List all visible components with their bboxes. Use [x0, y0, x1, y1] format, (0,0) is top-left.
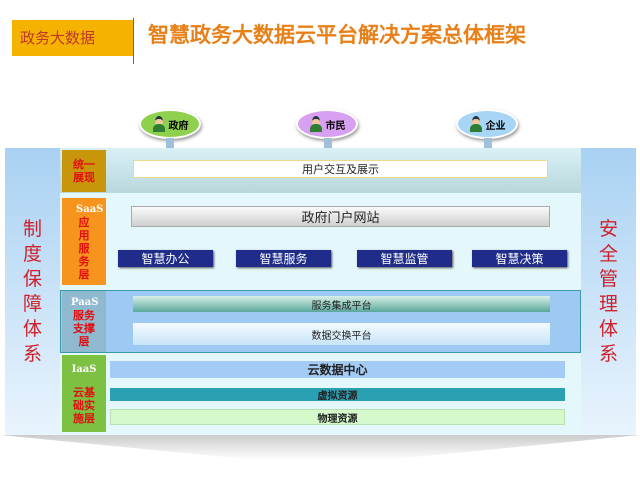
gov-portal-bar: 政府门户网站 — [131, 206, 550, 227]
virtual-resources-bar: 虚拟资源 — [110, 388, 565, 402]
cloud-datacenter-bar: 云数据中心 — [110, 361, 565, 378]
person-icon — [152, 116, 166, 132]
left-pillar-label: 制度保障体系 — [22, 217, 42, 365]
right-pillar-label: 安全管理体系 — [598, 217, 618, 365]
user-interaction-bar: 用户交互及展示 — [133, 160, 548, 178]
layer-label: 云基础实施层 — [73, 385, 95, 425]
user-bubble-government: 政府 — [139, 109, 201, 139]
user-label: 市民 — [325, 120, 346, 132]
user-bubble-citizen: 市民 — [296, 109, 358, 139]
physical-resources-bar: 物理资源 — [110, 409, 565, 425]
person-icon — [309, 116, 323, 132]
divider — [133, 18, 134, 64]
app-smart-supervision: 智慧监管 — [357, 250, 452, 267]
layer-label: 服务支撑层 — [73, 308, 95, 348]
user-label: 企业 — [485, 120, 506, 132]
person-icon — [469, 116, 483, 132]
app-smart-decision: 智慧决策 — [472, 250, 567, 267]
layer-code: SaaS — [76, 203, 104, 215]
iaas-label: IaaS 云基础实施层 — [62, 355, 106, 432]
data-exchange-bar: 数据交换平台 — [133, 323, 550, 345]
page-title: 智慧政务大数据云平台解决方案总体框架 — [148, 23, 526, 47]
user-label: 政府 — [168, 120, 189, 132]
service-integration-bar: 服务集成平台 — [133, 296, 550, 312]
app-smart-office: 智慧办公 — [118, 250, 213, 267]
layer-label: 应用服务层 — [78, 215, 90, 281]
layer-code: PaaS — [71, 296, 99, 308]
right-pillar: 安全管理体系 — [581, 148, 636, 435]
section-tag: 政务大数据 — [12, 20, 133, 56]
app-smart-service: 智慧服务 — [236, 250, 331, 267]
layer-code: IaaS — [71, 363, 97, 375]
base-shadow — [0, 435, 640, 460]
left-pillar: 制度保障体系 — [5, 148, 60, 435]
layer-label: 统一展现 — [73, 158, 95, 184]
presentation-label: 统一展现 — [62, 150, 106, 192]
user-bubble-enterprise: 企业 — [456, 109, 518, 139]
